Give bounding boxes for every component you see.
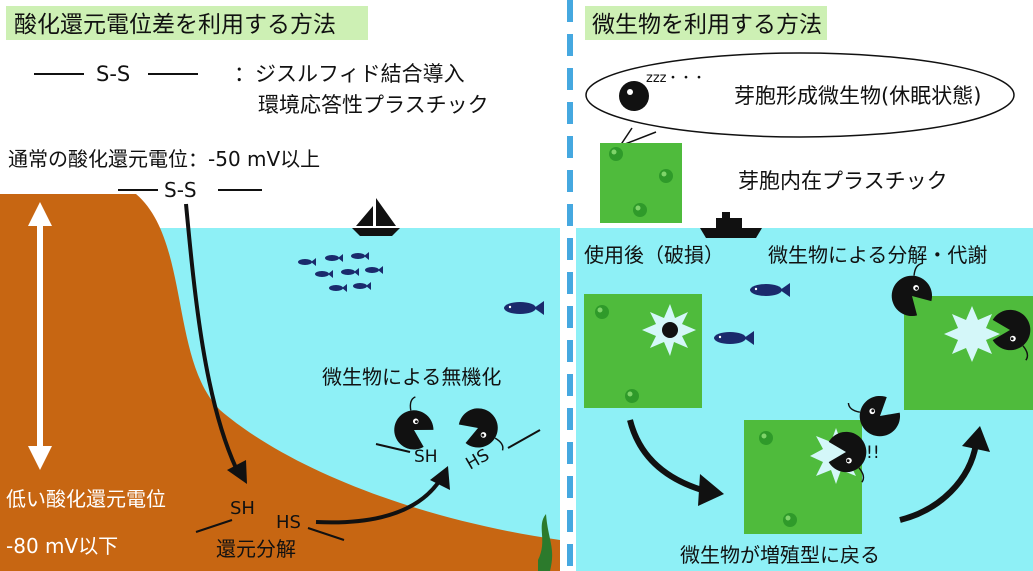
legend-desc-line1: ：ジスルフィド結合導入 bbox=[234, 62, 465, 86]
return-label: 微生物が増殖型に戻る bbox=[680, 543, 880, 567]
spore-dot bbox=[625, 389, 639, 403]
emerging-microbe bbox=[662, 322, 678, 338]
legend-desc-line2: 環境応答性プラスチック bbox=[258, 93, 489, 117]
right-title: 微生物を利用する方法 bbox=[592, 12, 822, 38]
ship-icon bbox=[700, 212, 762, 238]
legend-symbol: S-S bbox=[96, 62, 130, 86]
bubble-text: 芽胞形成微生物(休眠状態) bbox=[734, 84, 981, 108]
right-panel: 微生物を利用する方法 zzz・・・ 芽胞形成微生物(休眠状態) 芽胞内在プラスチ… bbox=[576, 6, 1033, 571]
spore-dot bbox=[659, 169, 673, 183]
mineralization-arrow bbox=[315, 478, 442, 525]
microbe-hs-line bbox=[507, 429, 541, 449]
germination-arrow bbox=[627, 419, 703, 493]
spore-dot bbox=[783, 513, 797, 527]
dormant-microbe-icon bbox=[619, 81, 649, 111]
hs-label: HS bbox=[276, 512, 301, 533]
left-panel: 酸化還元電位差を利用する方法 S-S ：ジスルフィド結合導入 環境応答性プラスチ… bbox=[0, 6, 560, 571]
hs-bond-line bbox=[307, 527, 345, 541]
reduction-arrowhead bbox=[227, 460, 247, 484]
spore-dot bbox=[759, 431, 773, 445]
exclaim-text: !! bbox=[866, 443, 880, 463]
normal-symbol: S-S bbox=[164, 178, 197, 202]
mineralization-arrowhead bbox=[430, 466, 450, 490]
degradation-arrowhead bbox=[962, 426, 990, 452]
mineralization-label: 微生物による無機化 bbox=[322, 365, 501, 389]
microbe-sh-line bbox=[375, 443, 411, 453]
microbe-sh-label: SH bbox=[414, 447, 438, 467]
sailboat-icon bbox=[352, 198, 400, 236]
degradation-label: 微生物による分解・代謝 bbox=[768, 243, 987, 267]
low-potential-value: -80 mV以下 bbox=[6, 534, 118, 558]
spore-plastic-label: 芽胞内在プラスチック bbox=[738, 169, 948, 193]
left-title-bg bbox=[6, 6, 368, 40]
left-title: 酸化還元電位差を利用する方法 bbox=[14, 12, 336, 38]
degradation-arrow bbox=[899, 443, 979, 523]
low-potential-label: 低い酸化還元電位 bbox=[6, 487, 166, 511]
normal-potential-label: 通常の酸化還元電位：-50 mV以上 bbox=[8, 147, 320, 171]
reduction-arrow bbox=[184, 203, 238, 469]
spore-dot bbox=[609, 147, 623, 161]
seaweed-icon bbox=[538, 514, 553, 571]
sh-bond-line bbox=[195, 519, 233, 533]
speech-bubble bbox=[585, 52, 1015, 138]
sediment-slope bbox=[0, 194, 560, 571]
after-use-label: 使用後（破損） bbox=[584, 243, 724, 267]
sh-label: SH bbox=[230, 498, 255, 519]
germination-arrowhead bbox=[698, 474, 724, 506]
dormant-microbe-eye bbox=[627, 89, 633, 95]
right-title-bg bbox=[585, 6, 827, 40]
zzz-text: zzz・・・ bbox=[646, 71, 705, 86]
spore-dot bbox=[633, 203, 647, 217]
reduction-label: 還元分解 bbox=[216, 537, 296, 561]
spore-dot bbox=[595, 305, 609, 319]
breakage-burst-3 bbox=[944, 306, 1000, 362]
